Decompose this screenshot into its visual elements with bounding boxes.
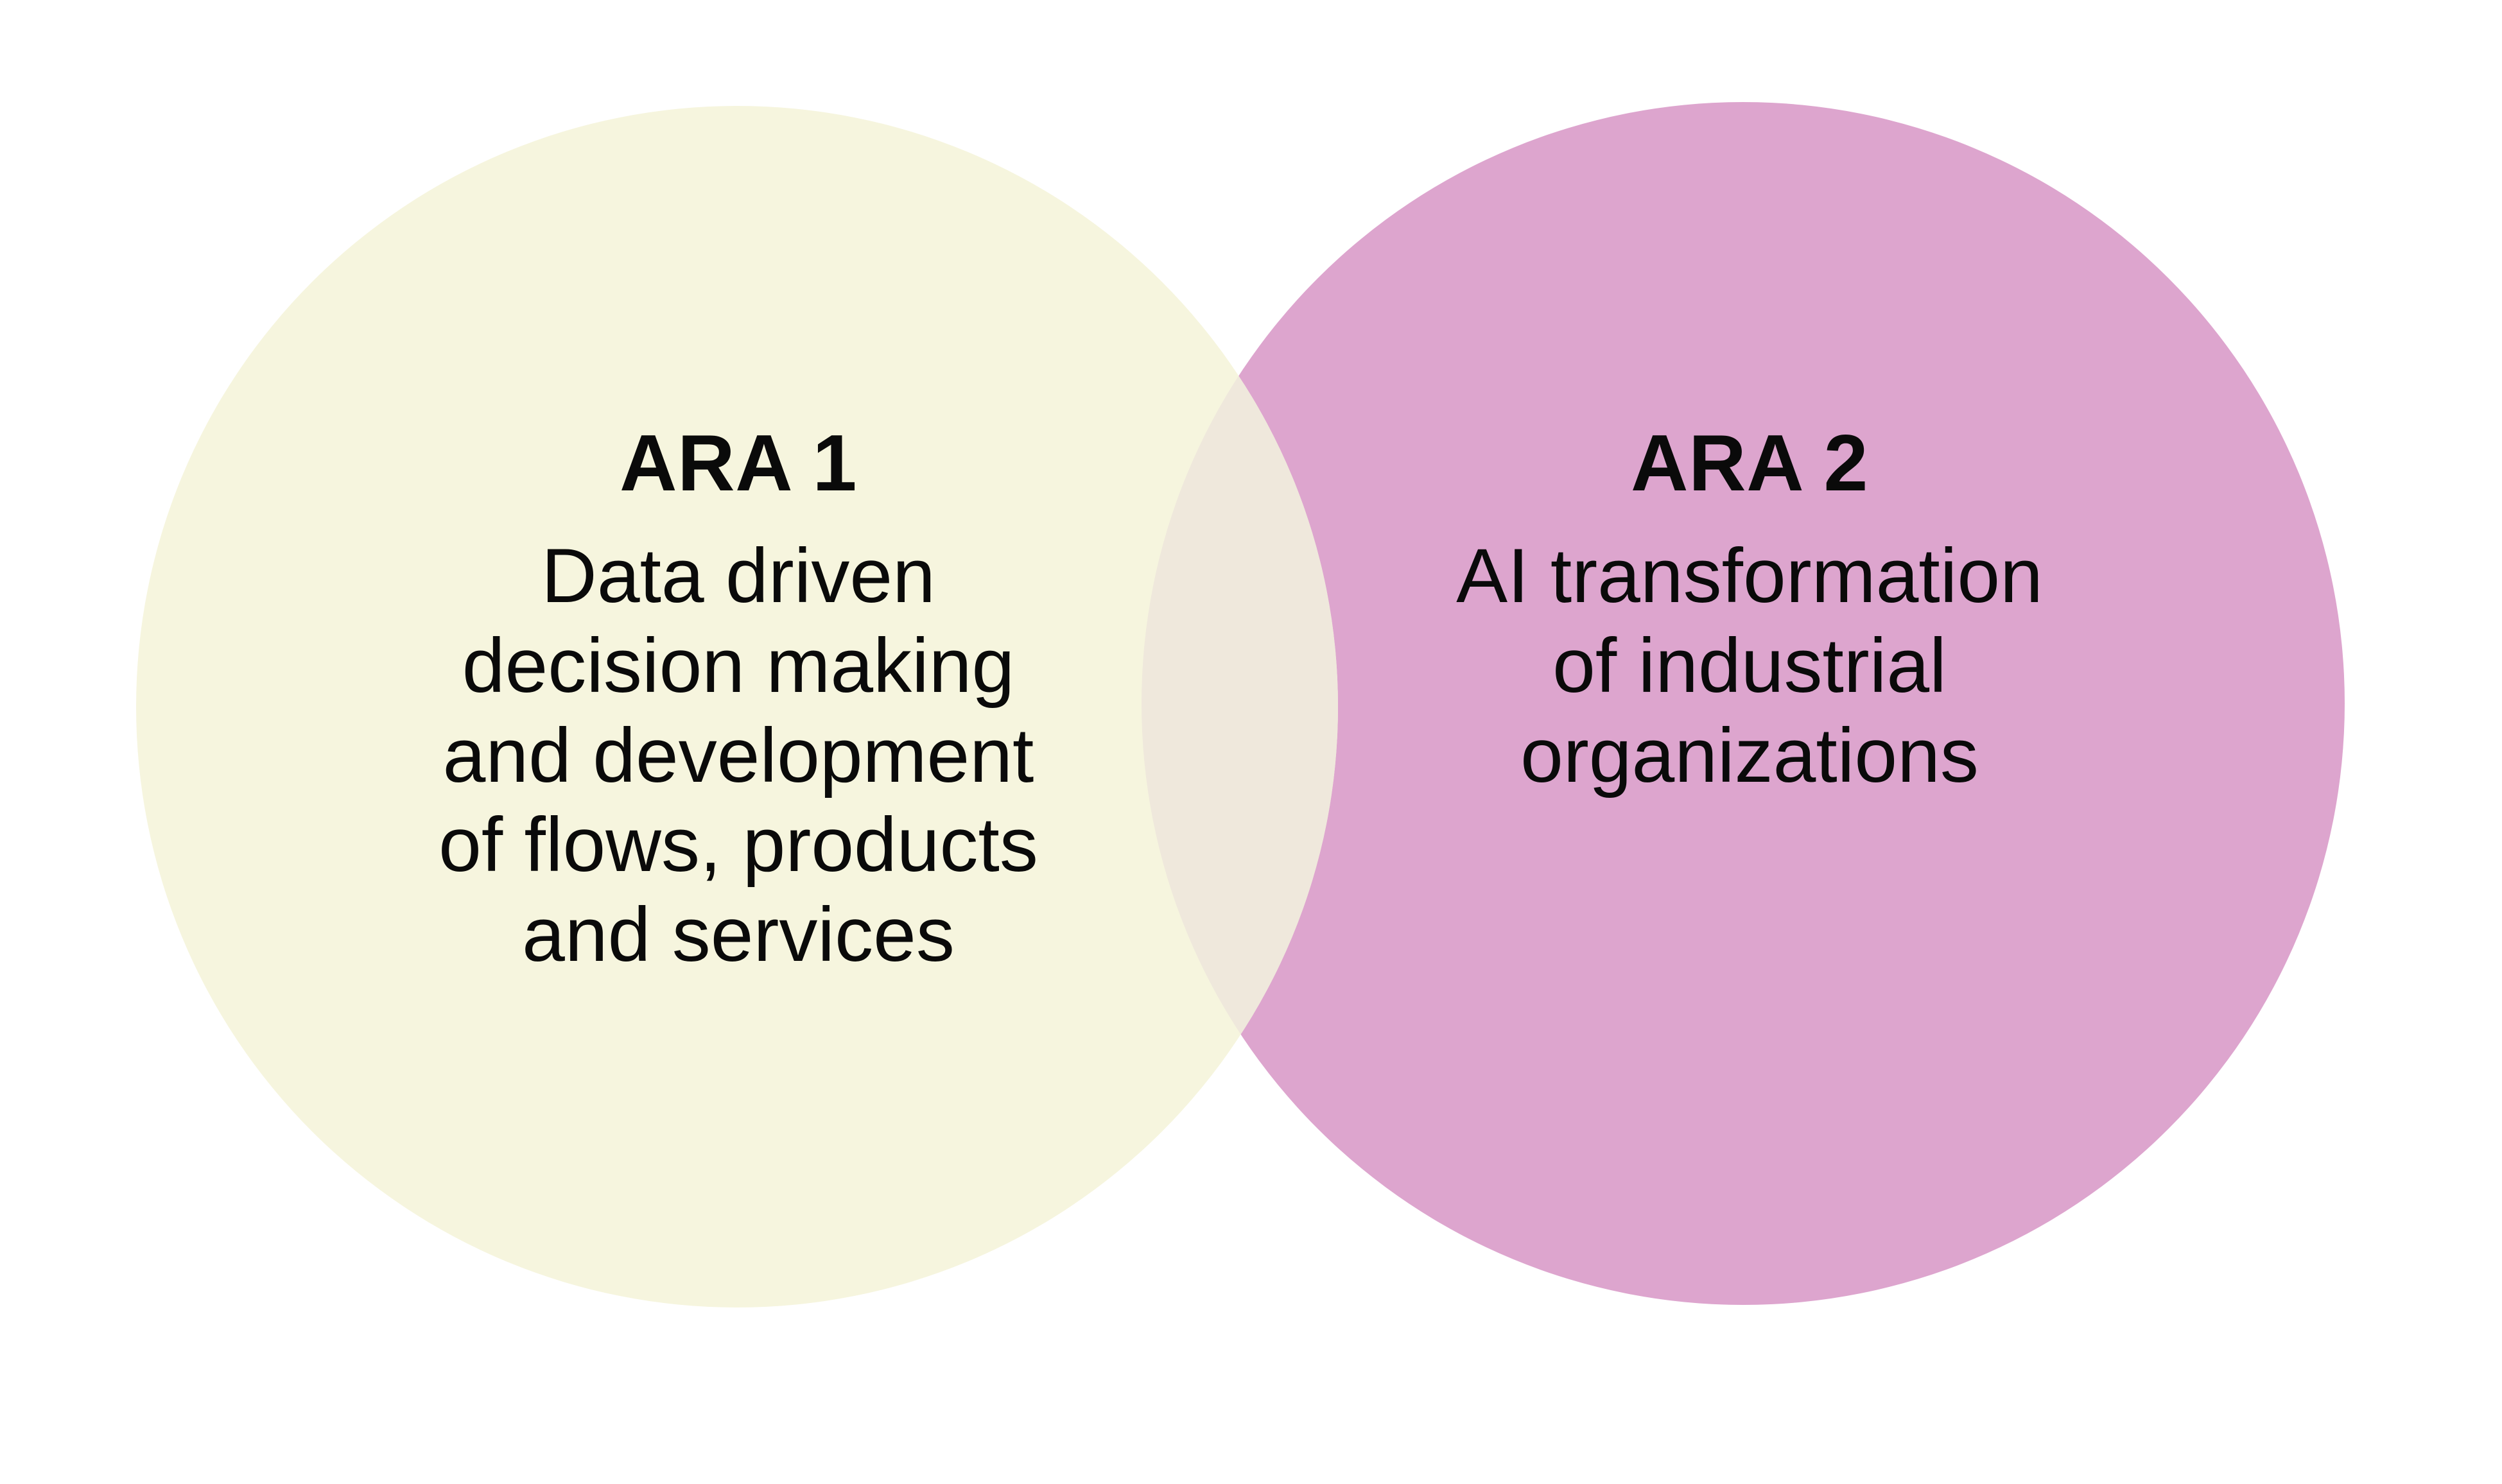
venn-body-ara-2: AI transformation of industrial organiza… bbox=[1368, 531, 2132, 800]
venn-title-ara-1: ARA 1 bbox=[620, 419, 857, 508]
venn-title-ara-2: ARA 2 bbox=[1631, 419, 1868, 508]
venn-body-line: and services bbox=[522, 892, 955, 978]
venn-body-ara-1: Data driven decision making and developm… bbox=[347, 531, 1130, 980]
venn-label-ara-1: ARA 1 Data driven decision making and de… bbox=[347, 424, 1130, 980]
venn-label-ara-2: ARA 2 AI transformation of industrial or… bbox=[1368, 424, 2132, 800]
venn-body-line: decision making bbox=[462, 622, 1015, 709]
venn-body-line: of flows, products bbox=[439, 802, 1038, 888]
venn-body-line: and development bbox=[442, 712, 1034, 798]
venn-body-line: organizations bbox=[1520, 712, 1979, 798]
venn-circle-ara-2[interactable] bbox=[1142, 102, 2345, 1305]
venn-body-line: of industrial bbox=[1552, 622, 1947, 709]
venn-body-line: Data driven bbox=[541, 533, 935, 619]
venn-body-line: AI transformation bbox=[1456, 533, 2043, 619]
venn-circle-ara-1[interactable] bbox=[136, 106, 1338, 1307]
